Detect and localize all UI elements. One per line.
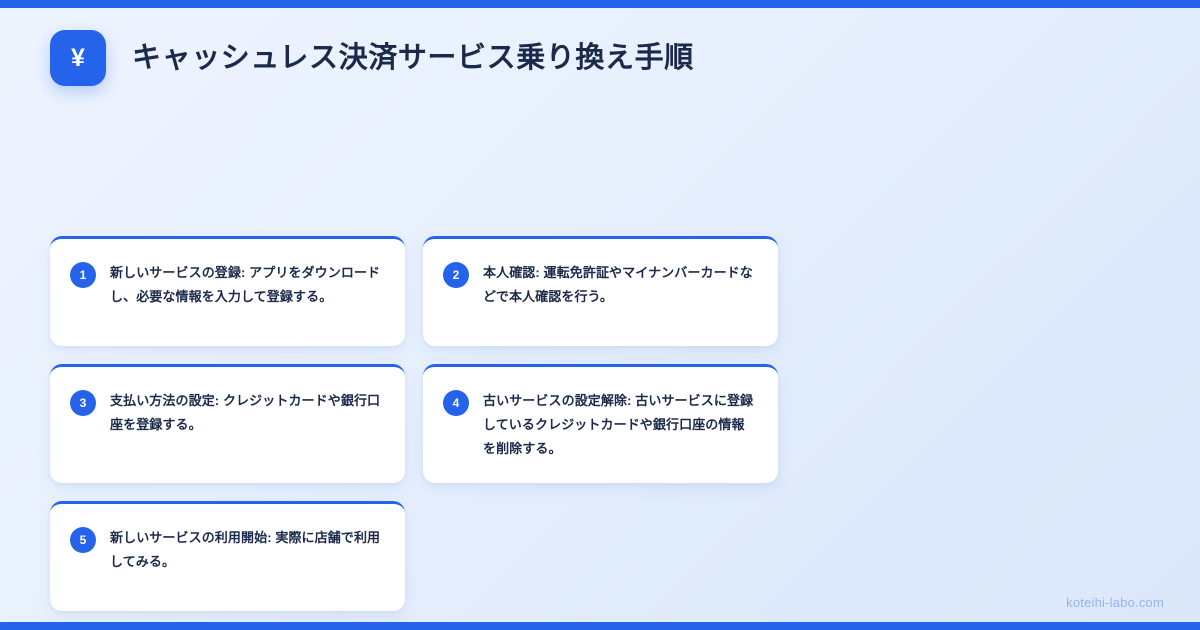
step-card: 3 支払い方法の設定: クレジットカードや銀行口座を登録する。 bbox=[50, 364, 405, 483]
top-accent-bar bbox=[0, 0, 1200, 8]
step-number-badge: 3 bbox=[70, 390, 96, 416]
header: ¥ キャッシュレス決済サービス乗り換え手順 bbox=[50, 30, 694, 86]
step-card: 4 古いサービスの設定解除: 古いサービスに登録しているクレジットカードや銀行口… bbox=[423, 364, 778, 483]
step-number-badge: 2 bbox=[443, 262, 469, 288]
step-text: 本人確認: 運転免許証やマイナンバーカードなどで本人確認を行う。 bbox=[483, 265, 753, 304]
step-text: 新しいサービスの利用開始: 実際に店舗で利用してみる。 bbox=[110, 530, 381, 569]
step-text: 支払い方法の設定: クレジットカードや銀行口座を登録する。 bbox=[110, 393, 381, 432]
yen-icon: ¥ bbox=[50, 30, 106, 86]
steps-list: 1 新しいサービスの登録: アプリをダウンロードし、必要な情報を入力して登録する… bbox=[50, 236, 1150, 611]
step-card: 1 新しいサービスの登録: アプリをダウンロードし、必要な情報を入力して登録する… bbox=[50, 236, 405, 346]
site-credit: koteihi-labo.com bbox=[1066, 595, 1164, 610]
step-number-badge: 4 bbox=[443, 390, 469, 416]
step-card: 5 新しいサービスの利用開始: 実際に店舗で利用してみる。 bbox=[50, 501, 405, 611]
step-text: 新しいサービスの登録: アプリをダウンロードし、必要な情報を入力して登録する。 bbox=[110, 265, 381, 304]
page-title: キャッシュレス決済サービス乗り換え手順 bbox=[132, 41, 694, 74]
step-text: 古いサービスの設定解除: 古いサービスに登録しているクレジットカードや銀行口座の… bbox=[483, 393, 754, 456]
step-card: 2 本人確認: 運転免許証やマイナンバーカードなどで本人確認を行う。 bbox=[423, 236, 778, 346]
yen-glyph: ¥ bbox=[71, 43, 85, 72]
step-number-badge: 1 bbox=[70, 262, 96, 288]
bottom-accent-bar bbox=[0, 622, 1200, 630]
step-number-badge: 5 bbox=[70, 527, 96, 553]
